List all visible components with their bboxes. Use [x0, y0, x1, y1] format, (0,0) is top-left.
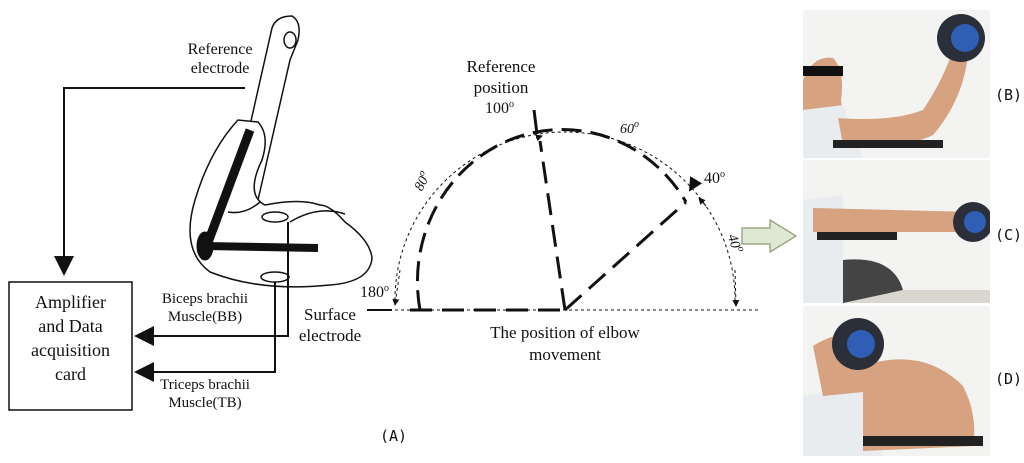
biceps-label: Biceps brachii Muscle(BB): [140, 290, 270, 326]
reference-electrode-label: Reference electrode: [160, 40, 280, 78]
elbow-movement-label: The position of elbow movement: [470, 322, 660, 366]
angle-180-value: 180: [360, 284, 384, 301]
reference-electrode-line-1: Reference: [187, 41, 253, 58]
angle-40-top-value: 40: [704, 170, 720, 187]
photo-panel-d: [803, 306, 990, 456]
triceps-label: Triceps brachii Muscle(TB): [140, 376, 270, 412]
angle-180-degree: o: [384, 283, 389, 294]
panel-label-c: (C): [995, 226, 1023, 244]
arc-60-label: 60o: [620, 119, 639, 138]
angle-100-label: 100o: [485, 99, 514, 118]
amplifier-label: Amplifier and Data acquisition card: [9, 290, 132, 386]
biceps-line-2: Muscle(BB): [167, 309, 243, 325]
arc-60-value: 60: [620, 122, 634, 137]
angle-40-top-degree: o: [720, 169, 725, 180]
amplifier-line-1: Amplifier: [35, 292, 106, 312]
elbow-movement-line-2: movement: [529, 345, 601, 364]
angle-100-degree: o: [509, 99, 514, 110]
amplifier-line-4: card: [55, 364, 86, 384]
transition-arrow: [741, 218, 798, 254]
reference-position-line-2: position: [473, 78, 529, 97]
wiring: [54, 87, 392, 382]
triceps-line-1: Triceps brachii: [160, 377, 250, 393]
humerus-hole: [283, 31, 297, 49]
photo-panel-c: [803, 160, 990, 303]
angle-40-top-label: 40o: [704, 169, 725, 188]
angle-diagram: [392, 109, 760, 312]
amplifier-box: [8, 281, 133, 411]
angle-100-value: 100: [485, 100, 509, 117]
photo-panel-b: [803, 10, 990, 158]
elbow-movement-line-1: The position of elbow: [490, 323, 640, 342]
panel-label-a: (A): [380, 427, 408, 445]
bone-bars: [196, 128, 319, 261]
arc-60-degree: o: [634, 119, 639, 130]
biceps-electrode: [261, 211, 289, 223]
amplifier-line-2: and Data: [38, 316, 103, 336]
panel-label-b: (B): [995, 86, 1023, 104]
angle-180-label: 180o: [360, 283, 389, 302]
panel-label-d: (D): [995, 370, 1023, 388]
reference-electrode-line-2: electrode: [190, 60, 250, 77]
reference-position-label: Reference position: [445, 56, 557, 98]
biceps-line-1: Biceps brachii: [161, 291, 249, 307]
surface-electrode-line-1: Surface: [304, 305, 356, 324]
amplifier-line-3: acquisition: [31, 340, 110, 360]
surface-electrode-label: Surface electrode: [292, 304, 368, 346]
triceps-line-2: Muscle(TB): [168, 395, 242, 411]
reference-position-line-1: Reference: [466, 57, 536, 76]
surface-electrode-line-2: electrode: [298, 326, 362, 345]
